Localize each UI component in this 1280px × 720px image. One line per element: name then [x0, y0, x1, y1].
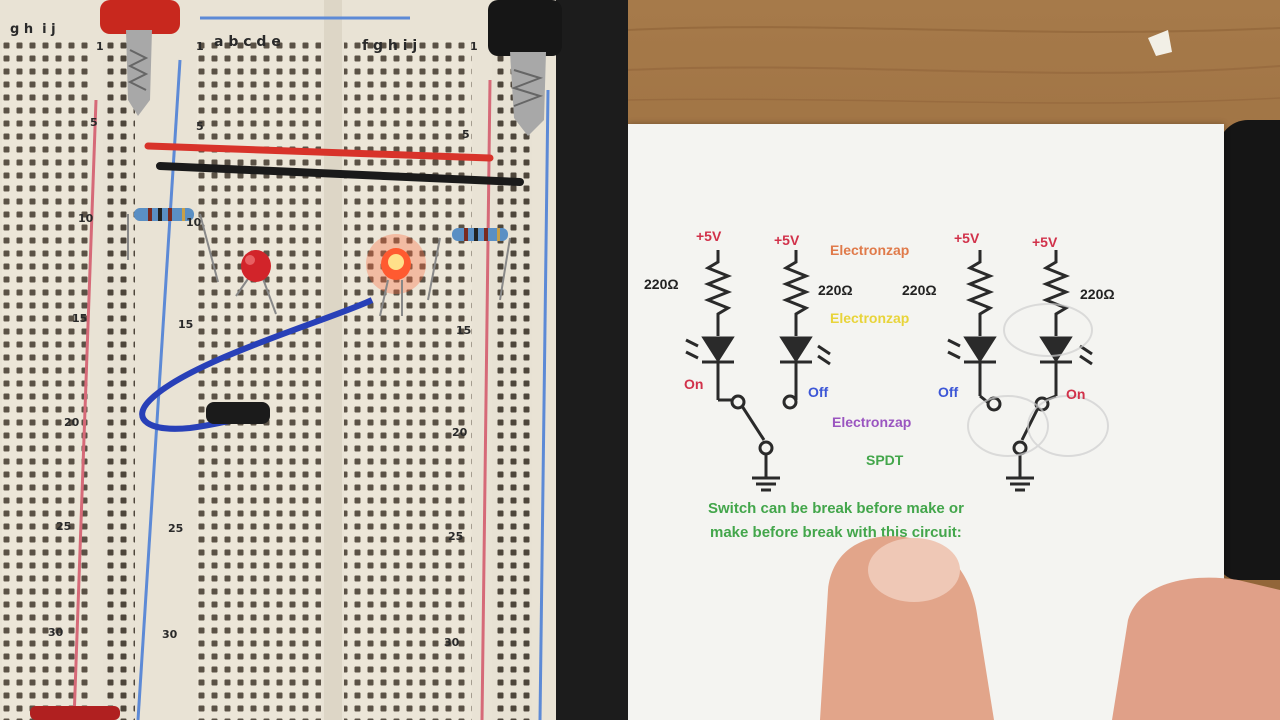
rail-holes-right	[492, 40, 532, 720]
column-letters-left: g h i j	[10, 22, 56, 37]
center-channel	[324, 0, 342, 720]
column-letters-right: f g h i j	[362, 38, 418, 54]
circuit-2	[779, 250, 831, 410]
row-number: 5	[196, 120, 204, 133]
row-number: 30	[162, 628, 178, 641]
wire-sleeve	[206, 402, 270, 424]
row-number: 1	[470, 40, 478, 53]
supply-label-4: +5V	[1032, 234, 1058, 250]
fingers	[820, 536, 1280, 720]
hole-grid-right	[344, 40, 472, 720]
state-label-on-1: On	[684, 376, 704, 392]
resistor-right	[427, 228, 511, 301]
supply-label-3: +5V	[954, 230, 980, 246]
row-number: 1	[196, 40, 204, 53]
resistor-label-4: 220Ω	[1080, 286, 1115, 302]
caption-line-1: Switch can be break before make or	[708, 500, 964, 517]
rail-holes-left	[103, 40, 135, 720]
state-label-on-2: On	[1066, 386, 1086, 402]
rail-line-red-right	[480, 79, 492, 720]
black-jumper-wire	[156, 162, 524, 186]
black-alligator-clip	[488, 0, 562, 136]
state-label-off-1: Off	[808, 384, 829, 400]
state-label-off-2: Off	[938, 384, 959, 400]
fingernail	[868, 538, 960, 602]
watermark-1: Electronzap	[830, 242, 910, 258]
row-number: 5	[90, 116, 98, 129]
row-number: 10	[186, 216, 202, 229]
paper-scrap	[1148, 30, 1172, 56]
breadboard-drawing	[0, 0, 628, 720]
circuit-3	[947, 250, 1002, 412]
row-number: 25	[168, 522, 184, 535]
breadboard-photo: g h i j a b c d e f g h i j 1 1 1 5 5 5 …	[0, 0, 628, 720]
red-alligator-clip	[100, 0, 180, 116]
supply-label-1: +5V	[696, 228, 722, 244]
board-edge-shadow	[556, 0, 628, 720]
schematic	[685, 250, 1109, 492]
row-number: 30	[444, 636, 460, 649]
watermark-3: Electronzap	[832, 414, 912, 430]
led-off	[235, 250, 277, 315]
dark-device-edge	[1218, 120, 1280, 580]
faint-backprint	[967, 303, 1109, 457]
row-number: 15	[72, 312, 88, 325]
resistor-label-2: 220Ω	[818, 282, 853, 298]
rail-line-blue-right	[538, 89, 550, 720]
row-number: 15	[456, 324, 472, 337]
resistor-label-1: 220Ω	[644, 276, 679, 292]
wood-grain	[628, 26, 1280, 104]
resistor-label-3: 220Ω	[902, 282, 937, 298]
switch-type-label: SPDT	[866, 452, 904, 468]
row-number: 25	[448, 530, 464, 543]
thumb	[1112, 577, 1280, 720]
hole-grid-left	[2, 40, 90, 720]
rail-line-red-left	[72, 99, 98, 720]
bottom-red-wire	[30, 706, 120, 720]
supply-label-2: +5V	[774, 232, 800, 248]
row-number: 15	[178, 318, 194, 331]
circuit-1	[685, 250, 780, 492]
row-number: 20	[64, 416, 80, 429]
row-number: 20	[452, 426, 468, 439]
row-number: 25	[56, 520, 72, 533]
diagram-photo: +5V +5V +5V +5V 220Ω 220Ω 220Ω 220Ω Elec…	[628, 0, 1280, 720]
led-on	[366, 234, 426, 317]
row-number: 5	[462, 128, 470, 141]
column-letters-mid: a b c d e	[214, 34, 281, 50]
red-jumper-wire	[144, 142, 494, 162]
row-number: 1	[96, 40, 104, 53]
resistor-left	[127, 208, 219, 283]
watermark-2: Electronzap	[830, 310, 910, 326]
row-number: 10	[78, 212, 94, 225]
row-number: 30	[48, 626, 64, 639]
hole-grid-mid	[197, 40, 321, 720]
